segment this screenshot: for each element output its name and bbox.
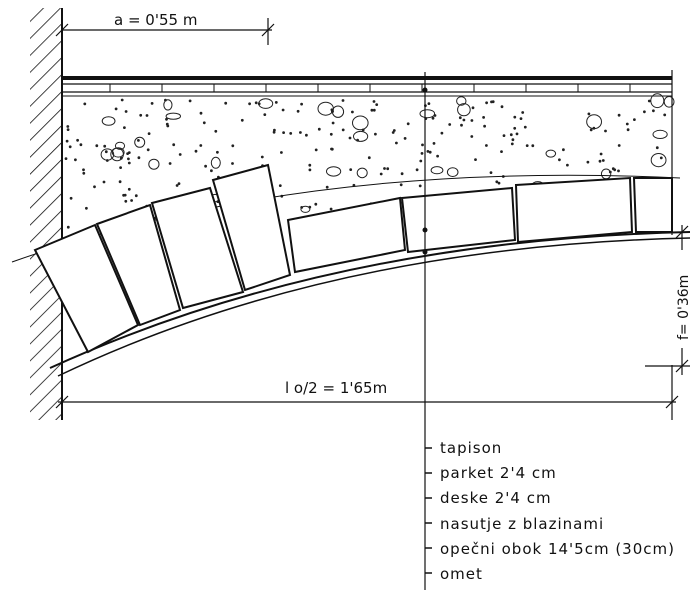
- wall-hatch: [30, 8, 62, 420]
- dimension-a: [55, 18, 275, 45]
- dimension-rise: [645, 225, 690, 375]
- brick: [33, 223, 140, 354]
- plaster-line: [57, 237, 691, 377]
- arch-intrados: [49, 231, 691, 369]
- legend-item-fill: nasutje z blazinami: [440, 514, 605, 533]
- legend-item-carpet: tapison: [440, 439, 503, 457]
- brick: [211, 163, 292, 292]
- brick: [286, 196, 407, 274]
- arch-bricks: [33, 163, 673, 354]
- brick: [150, 186, 245, 310]
- brick: [95, 203, 182, 327]
- legend-item-plaster: omet: [440, 565, 483, 584]
- dimension-half-span: [55, 365, 679, 420]
- dimension-half-span-label: l o/2 = 1'65m: [285, 379, 387, 397]
- brick: [400, 186, 517, 254]
- dimension-a-label: a = 0'55 m: [114, 11, 197, 29]
- nail-marks: [109, 84, 631, 92]
- brick: [632, 177, 673, 233]
- legend-item-brick-vault: opečni obok 14'5cm (30cm): [440, 539, 675, 558]
- legend-item-boards: deske 2'4 cm: [440, 489, 552, 508]
- brick: [514, 176, 634, 244]
- legend-item-parquet: parket 2'4 cm: [440, 464, 557, 483]
- legend-ticks: [425, 447, 432, 574]
- dimension-rise-label: f= 0'36m: [676, 275, 692, 340]
- layer-legend: tapison parket 2'4 cm deske 2'4 cm nasut…: [440, 436, 675, 587]
